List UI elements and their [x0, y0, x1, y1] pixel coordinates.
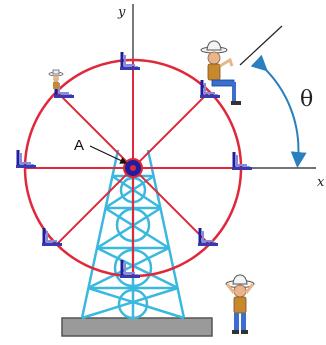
hub-center — [130, 165, 136, 171]
theta-arc-arrow — [250, 54, 307, 168]
ferris-seat-icon — [40, 226, 64, 248]
base-platform — [61, 317, 213, 337]
cowboy-rider-icon — [48, 69, 64, 89]
y-axis-label: y — [117, 5, 126, 20]
cowboy-rider-icon — [200, 40, 241, 105]
theta-label: θ — [300, 87, 313, 112]
x-axis-label: x — [317, 175, 325, 190]
point-a-leader — [89, 145, 128, 164]
theta-reference-line — [239, 25, 283, 66]
cowboy-standing-icon — [225, 274, 255, 334]
point-a-label: A — [74, 137, 84, 154]
